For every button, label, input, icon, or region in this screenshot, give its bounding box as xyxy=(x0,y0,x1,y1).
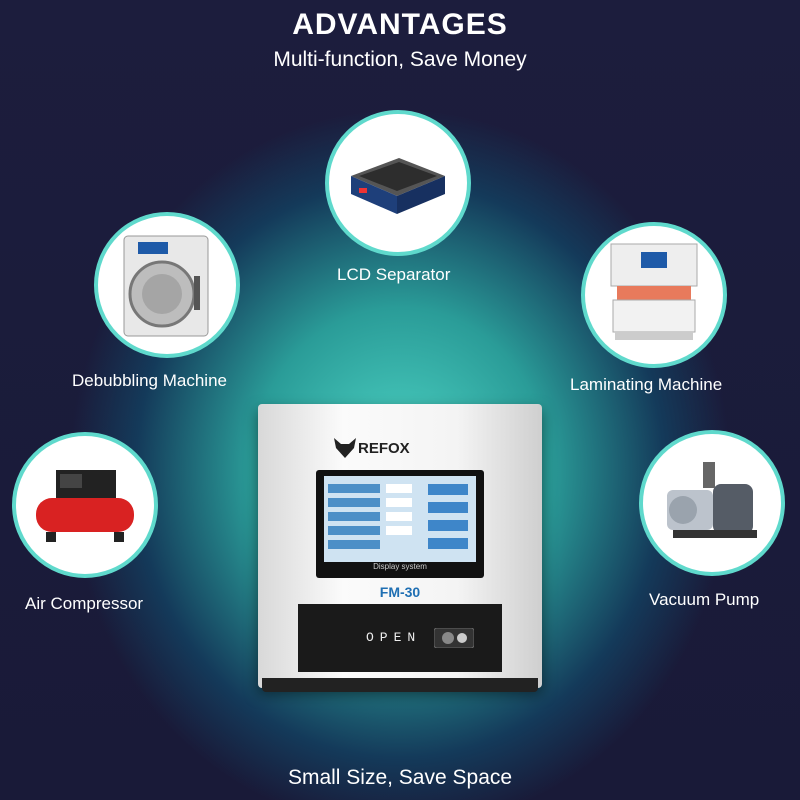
drawer-open-label: OPEN xyxy=(366,630,422,645)
screen-display xyxy=(324,476,476,562)
lcd-separator-icon xyxy=(351,158,445,214)
drawer-latch-icon xyxy=(434,628,474,648)
debubbling-machine-icon xyxy=(123,235,209,337)
machine-base xyxy=(262,678,538,692)
drawer-slot[interactable]: OPEN xyxy=(298,604,502,672)
product-machine: REFOX Display system FM-30 OPEN xyxy=(258,404,542,688)
laminating-machine-icon xyxy=(610,243,698,340)
lcd-separator-circle xyxy=(325,110,471,256)
air-compressor-label: Air Compressor xyxy=(25,594,144,613)
laminating-machine-circle xyxy=(581,222,727,368)
lcd-separator-label: LCD Separator xyxy=(337,265,451,284)
screen-ui-icon xyxy=(328,484,468,549)
debubbling-machine-circle xyxy=(94,212,240,358)
air-compressor-circle xyxy=(12,432,158,578)
brand-label: REFOX xyxy=(358,440,410,457)
model-label: FM-30 xyxy=(379,584,421,600)
laminating-machine-label: Laminating Machine xyxy=(570,375,723,394)
touch-screen: Display system xyxy=(316,470,484,578)
vacuum-pump-circle xyxy=(639,430,785,576)
footer-text: Small Size, Save Space xyxy=(287,766,513,789)
fox-logo-icon xyxy=(334,438,356,458)
air-compressor-icon xyxy=(36,470,134,542)
page-subtitle: Multi-function, Save Money xyxy=(273,48,527,71)
vacuum-pump-label: Vacuum Pump xyxy=(649,590,760,609)
vacuum-pump-icon xyxy=(667,462,757,538)
debubbling-machine-label: Debubbling Machine xyxy=(72,371,227,390)
screen-caption: Display system xyxy=(373,562,427,571)
page-title: ADVANTAGES xyxy=(292,8,508,41)
